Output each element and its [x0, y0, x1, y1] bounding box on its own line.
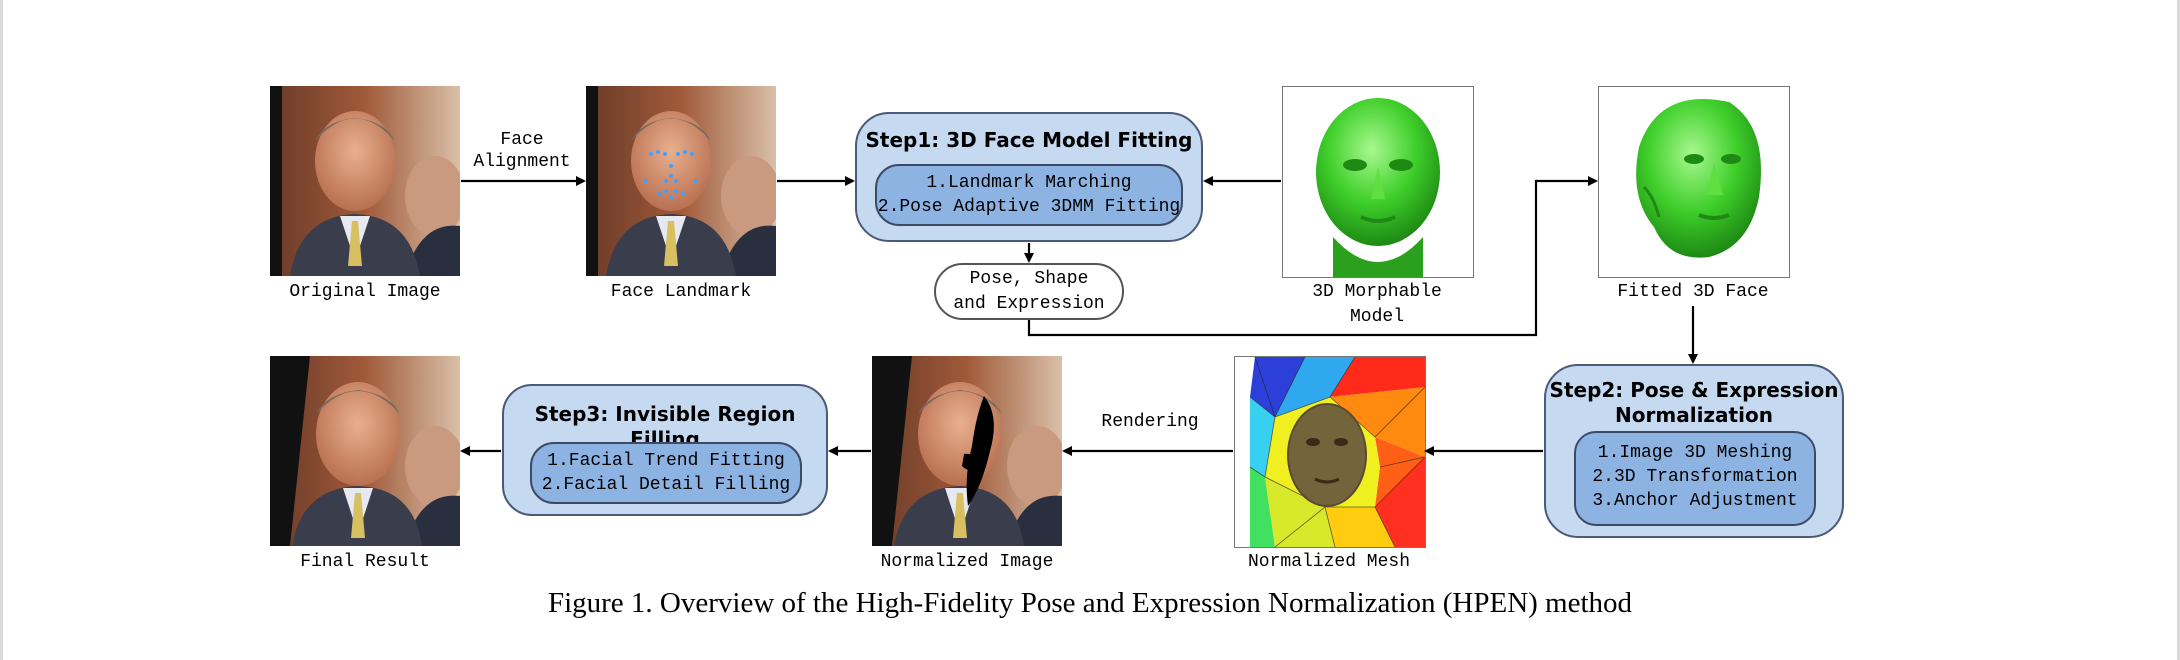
morphable-model-image	[1282, 86, 1474, 278]
step3-item-2: 2.Facial Detail Filling	[541, 475, 791, 495]
step2-item-2: 2.3D Transformation	[1592, 467, 1798, 487]
normalized-mesh-image	[1234, 356, 1426, 548]
step1-items: 1.Landmark Marching 2.Pose Adaptive 3DMM…	[875, 164, 1183, 226]
step2-title-2: Normalization	[1615, 403, 1773, 427]
pose-box-line1: Pose, Shape	[969, 269, 1089, 289]
step2-items: 1.Image 3D Meshing 2.3D Transformation 3…	[1574, 431, 1816, 526]
face-landmark-label: Face Landmark	[610, 282, 752, 302]
morphable-model-label-2: Model	[1349, 307, 1404, 327]
fitted-face-image	[1598, 86, 1790, 278]
step2-box: Step2: Pose & Expression Normalization 1…	[1544, 364, 1844, 538]
arrow-pose-to-fitted	[1027, 176, 1598, 337]
step2-title-1: Step2: Pose & Expression	[1549, 378, 1839, 402]
step1-item-2: 2.Pose Adaptive 3DMM Fitting	[877, 197, 1181, 217]
step3-items: 1.Facial Trend Fitting 2.Facial Detail F…	[530, 442, 802, 504]
rendering-label: Rendering	[1101, 412, 1199, 432]
final-result-photo	[270, 356, 460, 546]
left-border	[0, 0, 3, 660]
fitted-face-label: Fitted 3D Face	[1617, 282, 1769, 302]
pose-box-line2: and Expression	[953, 294, 1105, 314]
face-landmark-photo	[586, 86, 776, 276]
normalized-image-label: Normalized Image	[880, 552, 1054, 572]
step1-title: Step1: 3D Face Model Fitting	[865, 128, 1193, 152]
morphable-model-label-1: 3D Morphable	[1312, 282, 1442, 302]
step1-item-1: 1.Landmark Marching	[926, 173, 1132, 193]
step2-item-3: 3.Anchor Adjustment	[1592, 491, 1798, 511]
step1-box: Step1: 3D Face Model Fitting 1.Landmark …	[855, 112, 1203, 242]
normalized-mesh-label: Normalized Mesh	[1247, 552, 1411, 572]
face-alignment-label-2: Alignment	[473, 152, 571, 172]
final-result-label: Final Result	[300, 552, 430, 572]
face-alignment-label-1: Face	[500, 130, 544, 150]
step3-box: Step3: Invisible Region Filling 1.Facial…	[502, 384, 828, 516]
original-image-photo	[270, 86, 460, 276]
step3-item-1: 1.Facial Trend Fitting	[547, 451, 785, 471]
figure-caption: Figure 1. Overview of the High-Fidelity …	[547, 587, 1633, 619]
right-border	[2177, 0, 2180, 660]
step2-item-1: 1.Image 3D Meshing	[1597, 443, 1793, 463]
original-image-label: Original Image	[289, 282, 441, 302]
pose-shape-expression-box: Pose, Shape and Expression	[934, 263, 1124, 320]
normalized-image-photo	[872, 356, 1062, 546]
